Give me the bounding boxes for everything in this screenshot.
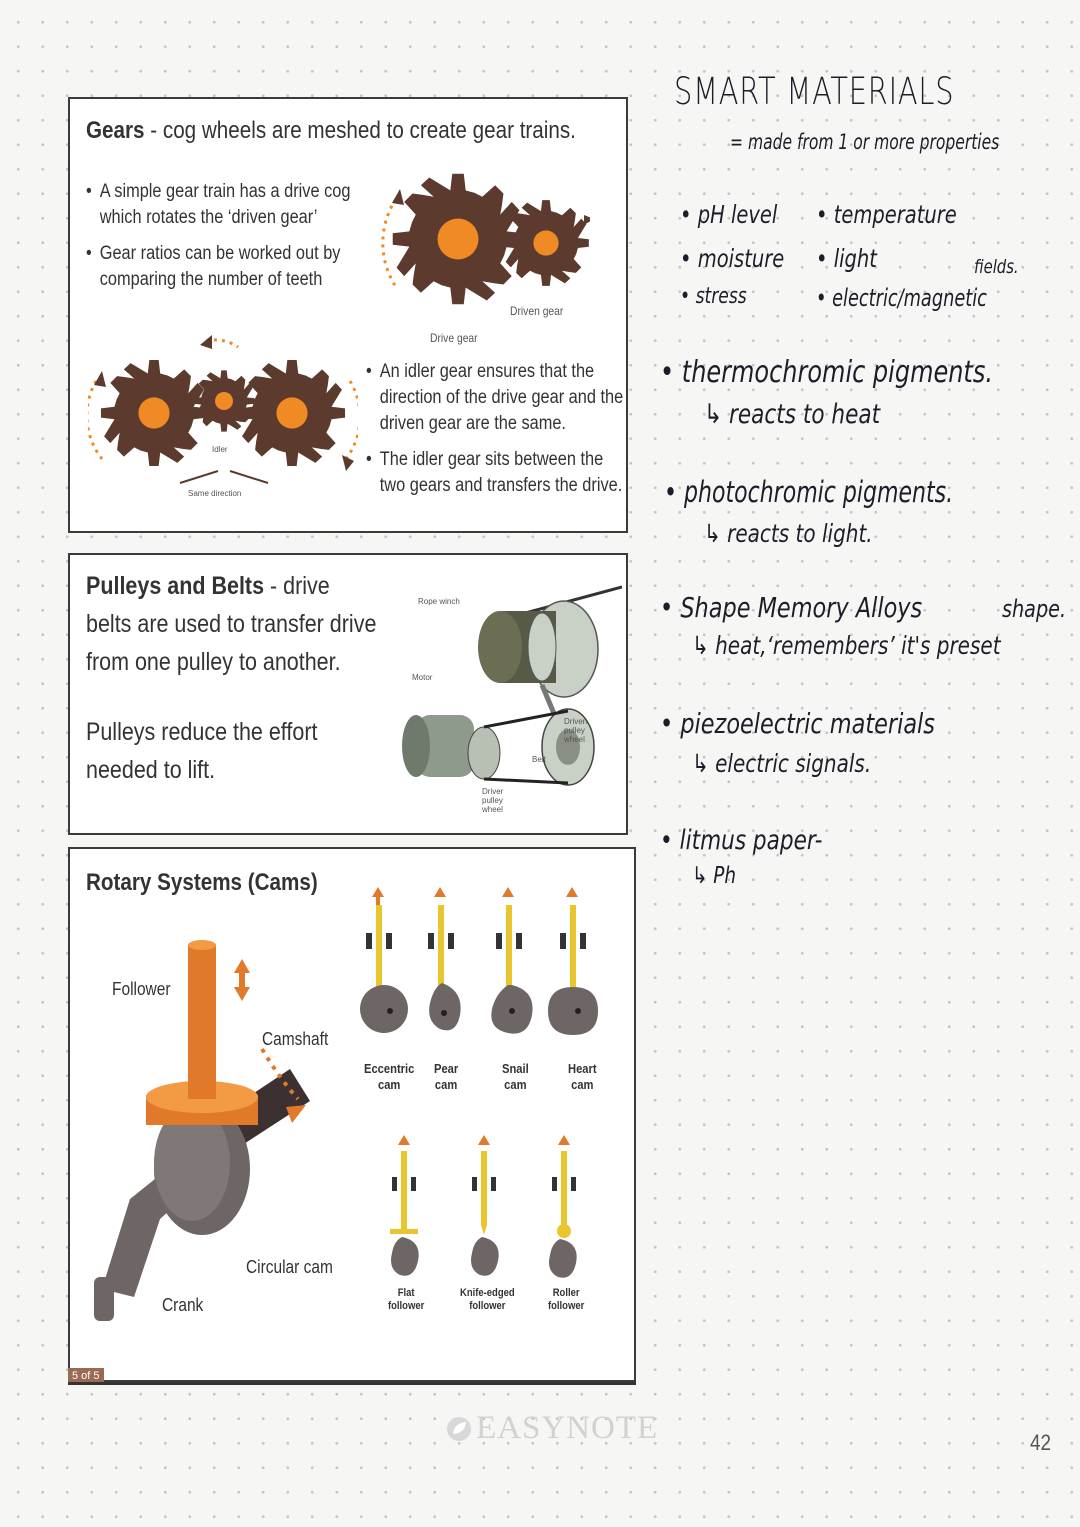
eccentric-cam-icon [360, 887, 408, 1033]
arrow-head-icon [392, 189, 404, 205]
note-litmus-sub: ↳ Ph [692, 863, 737, 889]
note-piezoelectric-sub: ↳ electric signals. [692, 749, 872, 778]
smart-materials-list: • thermochromic pigments. ↳ reacts to he… [660, 355, 1070, 915]
pulleys-title-bold: Pulleys and Belts [86, 572, 265, 600]
snail-cam-icon [491, 887, 533, 1034]
property-stress: • stress [680, 284, 747, 309]
gears-bullets-left: A simple gear train has a drive cog whic… [86, 179, 386, 293]
note-shape-memory-sub: ↳ heat,‘remembers’ it's preset [692, 631, 1001, 660]
gears-title: Gears - cog wheels are meshed to create … [86, 117, 576, 145]
up-down-arrow-icon [234, 959, 250, 973]
flat-follower-icon [390, 1135, 419, 1276]
cam-mechanism-illustration [94, 940, 310, 1321]
pear-cam-icon [428, 887, 461, 1031]
note-thermochromic: • thermochromic pigments. [660, 355, 993, 390]
properties-list: • pH level • moisture • stress • tempera… [680, 200, 1070, 320]
gears-bullet-3: An idler gear ensures that the direction… [366, 359, 625, 437]
note-shape-memory-extra: shape. [1002, 595, 1067, 623]
gears-title-rest: - cog wheels are meshed to create gear t… [144, 117, 576, 144]
idler-gear-illustration [88, 335, 358, 484]
pulley-belt-illustration [402, 585, 622, 786]
cam-types-illustration [360, 887, 598, 1035]
brand-leaf-icon [447, 1416, 471, 1441]
crank-label: Crank [162, 1295, 204, 1315]
gears-title-bold: Gears [86, 117, 145, 144]
note-thermochromic-sub: ↳ reacts to heat [704, 399, 881, 430]
driven-gear-icon [238, 359, 346, 467]
property-temperature: • temperature [816, 200, 957, 229]
brand-logo: EASYNOTE [446, 1410, 658, 1447]
page-number: 42 [1030, 1430, 1052, 1455]
rope-winch-label: Rope winch [418, 597, 460, 606]
arrow-head-icon [584, 215, 590, 225]
pulleys-title-rest: - drive belts are used to transfer drive… [86, 572, 377, 676]
same-direction-label: Same direction [188, 489, 242, 498]
property-ph-level: • pH level [680, 200, 778, 229]
motor-label: Motor [412, 673, 433, 682]
follower-icon [188, 945, 216, 1099]
idler-gear-icon [193, 370, 255, 432]
drive-driven-gears-illustration [381, 173, 590, 305]
circular-cam-label: Circular cam [246, 1257, 333, 1277]
driver-pulley-label: Driver pulley wheel [482, 787, 504, 814]
rotation-arrow-left [88, 380, 104, 460]
belt-label: Belt [532, 755, 546, 764]
roller-follower-icon [549, 1135, 577, 1278]
idler-label: Idler [212, 445, 228, 454]
drive-gear-icon [392, 173, 524, 305]
property-electric-magnetic: • electric/magnetic [816, 284, 987, 312]
pulleys-body: Pulleys reduce the effort needed to lift… [86, 718, 318, 784]
gears-bullets-right: An idler gear ensures that the direction… [366, 359, 666, 499]
property-fields: fields. [974, 256, 1019, 278]
gears-bullet-2: Gear ratios can be worked out by compari… [86, 241, 375, 293]
note-shape-memory: • Shape Memory Alloys [660, 591, 923, 624]
gears-bullet-4: The idler gear sits between the two gear… [366, 447, 625, 499]
gears-bullet-1: A simple gear train has a drive cog whic… [86, 179, 375, 231]
property-light: • light [816, 244, 877, 273]
driven-gear-label: Driven gear [510, 304, 564, 318]
heart-cam-icon [548, 887, 598, 1035]
note-photochromic-sub: ↳ reacts to light. [704, 519, 873, 548]
note-photochromic: • photochromic pigments. [664, 475, 954, 509]
brand-name: EASYNOTE [476, 1410, 659, 1446]
follower-types-illustration [390, 1135, 577, 1278]
page-tag: 5 of 5 [68, 1368, 104, 1384]
note-piezoelectric: • piezoelectric materials [660, 707, 935, 740]
follower-label: Follower [112, 979, 171, 999]
property-moisture: • moisture [680, 244, 785, 273]
drive-gear-icon [100, 359, 208, 467]
drive-gear-label: Drive gear [430, 331, 478, 345]
motor-icon [416, 715, 474, 777]
card-bottom-rule [68, 1382, 636, 1385]
cams-title: Rotary Systems (Cams) [86, 869, 318, 896]
belt-icon [483, 709, 569, 785]
knife-edged-follower-icon [471, 1135, 499, 1276]
rotation-arrow-left [381, 198, 398, 288]
pulleys-title: Pulleys and Belts - drive belts are used… [86, 567, 378, 681]
driven-gear-icon [503, 200, 589, 286]
driven-pulley-label: Driven pulley wheel [564, 717, 588, 744]
cams-card: Rotary Systems (Cams) Follower Camshaft … [68, 847, 636, 1382]
pulleys-card: Pulleys and Belts - drive belts are used… [68, 553, 628, 835]
camshaft-label: Camshaft [262, 1029, 329, 1049]
notes-subtitle: = made from 1 or more properties [730, 130, 1000, 154]
gears-card: Gears - cog wheels are meshed to create … [68, 97, 628, 533]
note-litmus: • litmus paper- [660, 825, 823, 856]
notes-title: SMART MATERIALS [674, 70, 955, 113]
